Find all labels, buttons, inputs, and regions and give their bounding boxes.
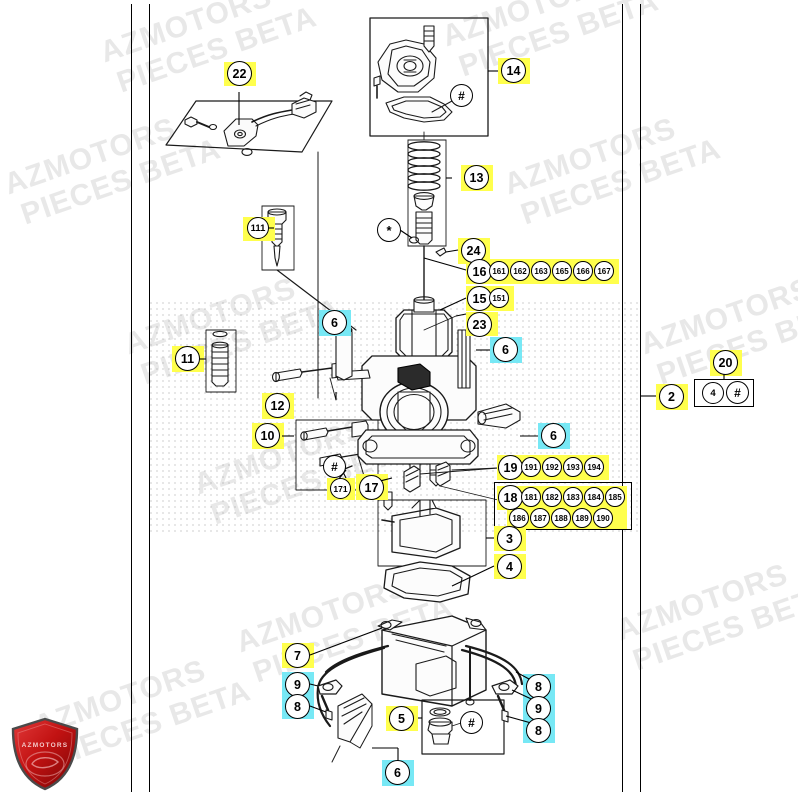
callout-4[interactable]: 4 [497, 554, 522, 579]
callout-9-left[interactable]: 9 [285, 672, 310, 697]
callout-166[interactable]: 166 [573, 261, 593, 281]
callout-20[interactable]: 20 [713, 350, 738, 375]
frame-line-right [640, 4, 641, 792]
callout-165[interactable]: 165 [552, 261, 572, 281]
callout-194[interactable]: 194 [584, 457, 604, 477]
callout-19[interactable]: 19 [498, 455, 523, 480]
callout-191[interactable]: 191 [521, 457, 541, 477]
callout-11[interactable]: 11 [175, 346, 200, 371]
callout-8-left[interactable]: 8 [285, 694, 310, 719]
watermark: AZMOTORS PIECES BETA [0, 100, 225, 233]
frame-line-right-inner [622, 4, 623, 792]
callout-2[interactable]: 2 [659, 384, 684, 409]
callout-186[interactable]: 186 [509, 508, 529, 528]
marker-hash-5[interactable]: # [460, 711, 483, 734]
callout-162[interactable]: 162 [510, 261, 530, 281]
callout-185[interactable]: 185 [605, 487, 625, 507]
callout-6b[interactable]: 6 [493, 337, 518, 362]
marker-hash-14[interactable]: # [450, 84, 473, 107]
callout-10[interactable]: 10 [255, 423, 280, 448]
frame-line-left [131, 4, 132, 792]
callout-187[interactable]: 187 [530, 508, 550, 528]
callout-151[interactable]: 151 [489, 288, 509, 308]
watermark: AZMOTORS PIECES BETA [500, 100, 725, 233]
callout-171[interactable]: 171 [330, 478, 351, 499]
marker-hash-20[interactable]: # [726, 381, 749, 404]
watermark: AZMOTORS PIECES BETA [438, 0, 663, 86]
callout-184[interactable]: 184 [584, 487, 604, 507]
callout-6c[interactable]: 6 [541, 423, 566, 448]
callout-4-boxed[interactable]: 4 [702, 382, 724, 404]
marker-star-24[interactable]: * [377, 218, 401, 242]
callout-182[interactable]: 182 [542, 487, 562, 507]
callout-111[interactable]: 111 [247, 217, 269, 239]
callout-6d[interactable]: 6 [385, 760, 410, 785]
callout-14[interactable]: 14 [501, 58, 526, 83]
group-18-box [494, 482, 632, 530]
callout-193[interactable]: 193 [563, 457, 583, 477]
callout-15[interactable]: 15 [467, 286, 492, 311]
callout-167[interactable]: 167 [594, 261, 614, 281]
callout-192[interactable]: 192 [542, 457, 562, 477]
watermark: AZMOTORS PIECES BETA [232, 558, 457, 691]
callout-12[interactable]: 12 [265, 393, 290, 418]
callout-161[interactable]: 161 [489, 261, 509, 281]
callout-13[interactable]: 13 [464, 165, 489, 190]
shield-icon [11, 717, 79, 791]
watermark: AZMOTORS PIECES BETA [96, 0, 321, 102]
callout-6a[interactable]: 6 [322, 310, 347, 335]
callout-18[interactable]: 18 [498, 485, 523, 510]
callout-17[interactable]: 17 [359, 475, 384, 500]
callout-163[interactable]: 163 [531, 261, 551, 281]
callout-188[interactable]: 188 [551, 508, 571, 528]
frame-line-left-inner [149, 4, 150, 792]
callout-7[interactable]: 7 [285, 643, 310, 668]
callout-8-right-bottom[interactable]: 8 [526, 718, 551, 743]
callout-189[interactable]: 189 [572, 508, 592, 528]
item-20-box [694, 379, 754, 407]
azmotors-logo: AZMOTORS [8, 716, 82, 792]
callout-183[interactable]: 183 [563, 487, 583, 507]
callout-23[interactable]: 23 [467, 312, 492, 337]
callout-190[interactable]: 190 [593, 508, 613, 528]
marker-hash-10[interactable]: # [323, 455, 346, 478]
callout-16[interactable]: 16 [467, 259, 492, 284]
callout-22[interactable]: 22 [227, 61, 252, 86]
logo-text: AZMOTORS [21, 742, 69, 749]
callout-24[interactable]: 24 [461, 238, 486, 263]
callout-5[interactable]: 5 [389, 706, 414, 731]
callout-3[interactable]: 3 [497, 526, 522, 551]
callout-181[interactable]: 181 [521, 487, 541, 507]
